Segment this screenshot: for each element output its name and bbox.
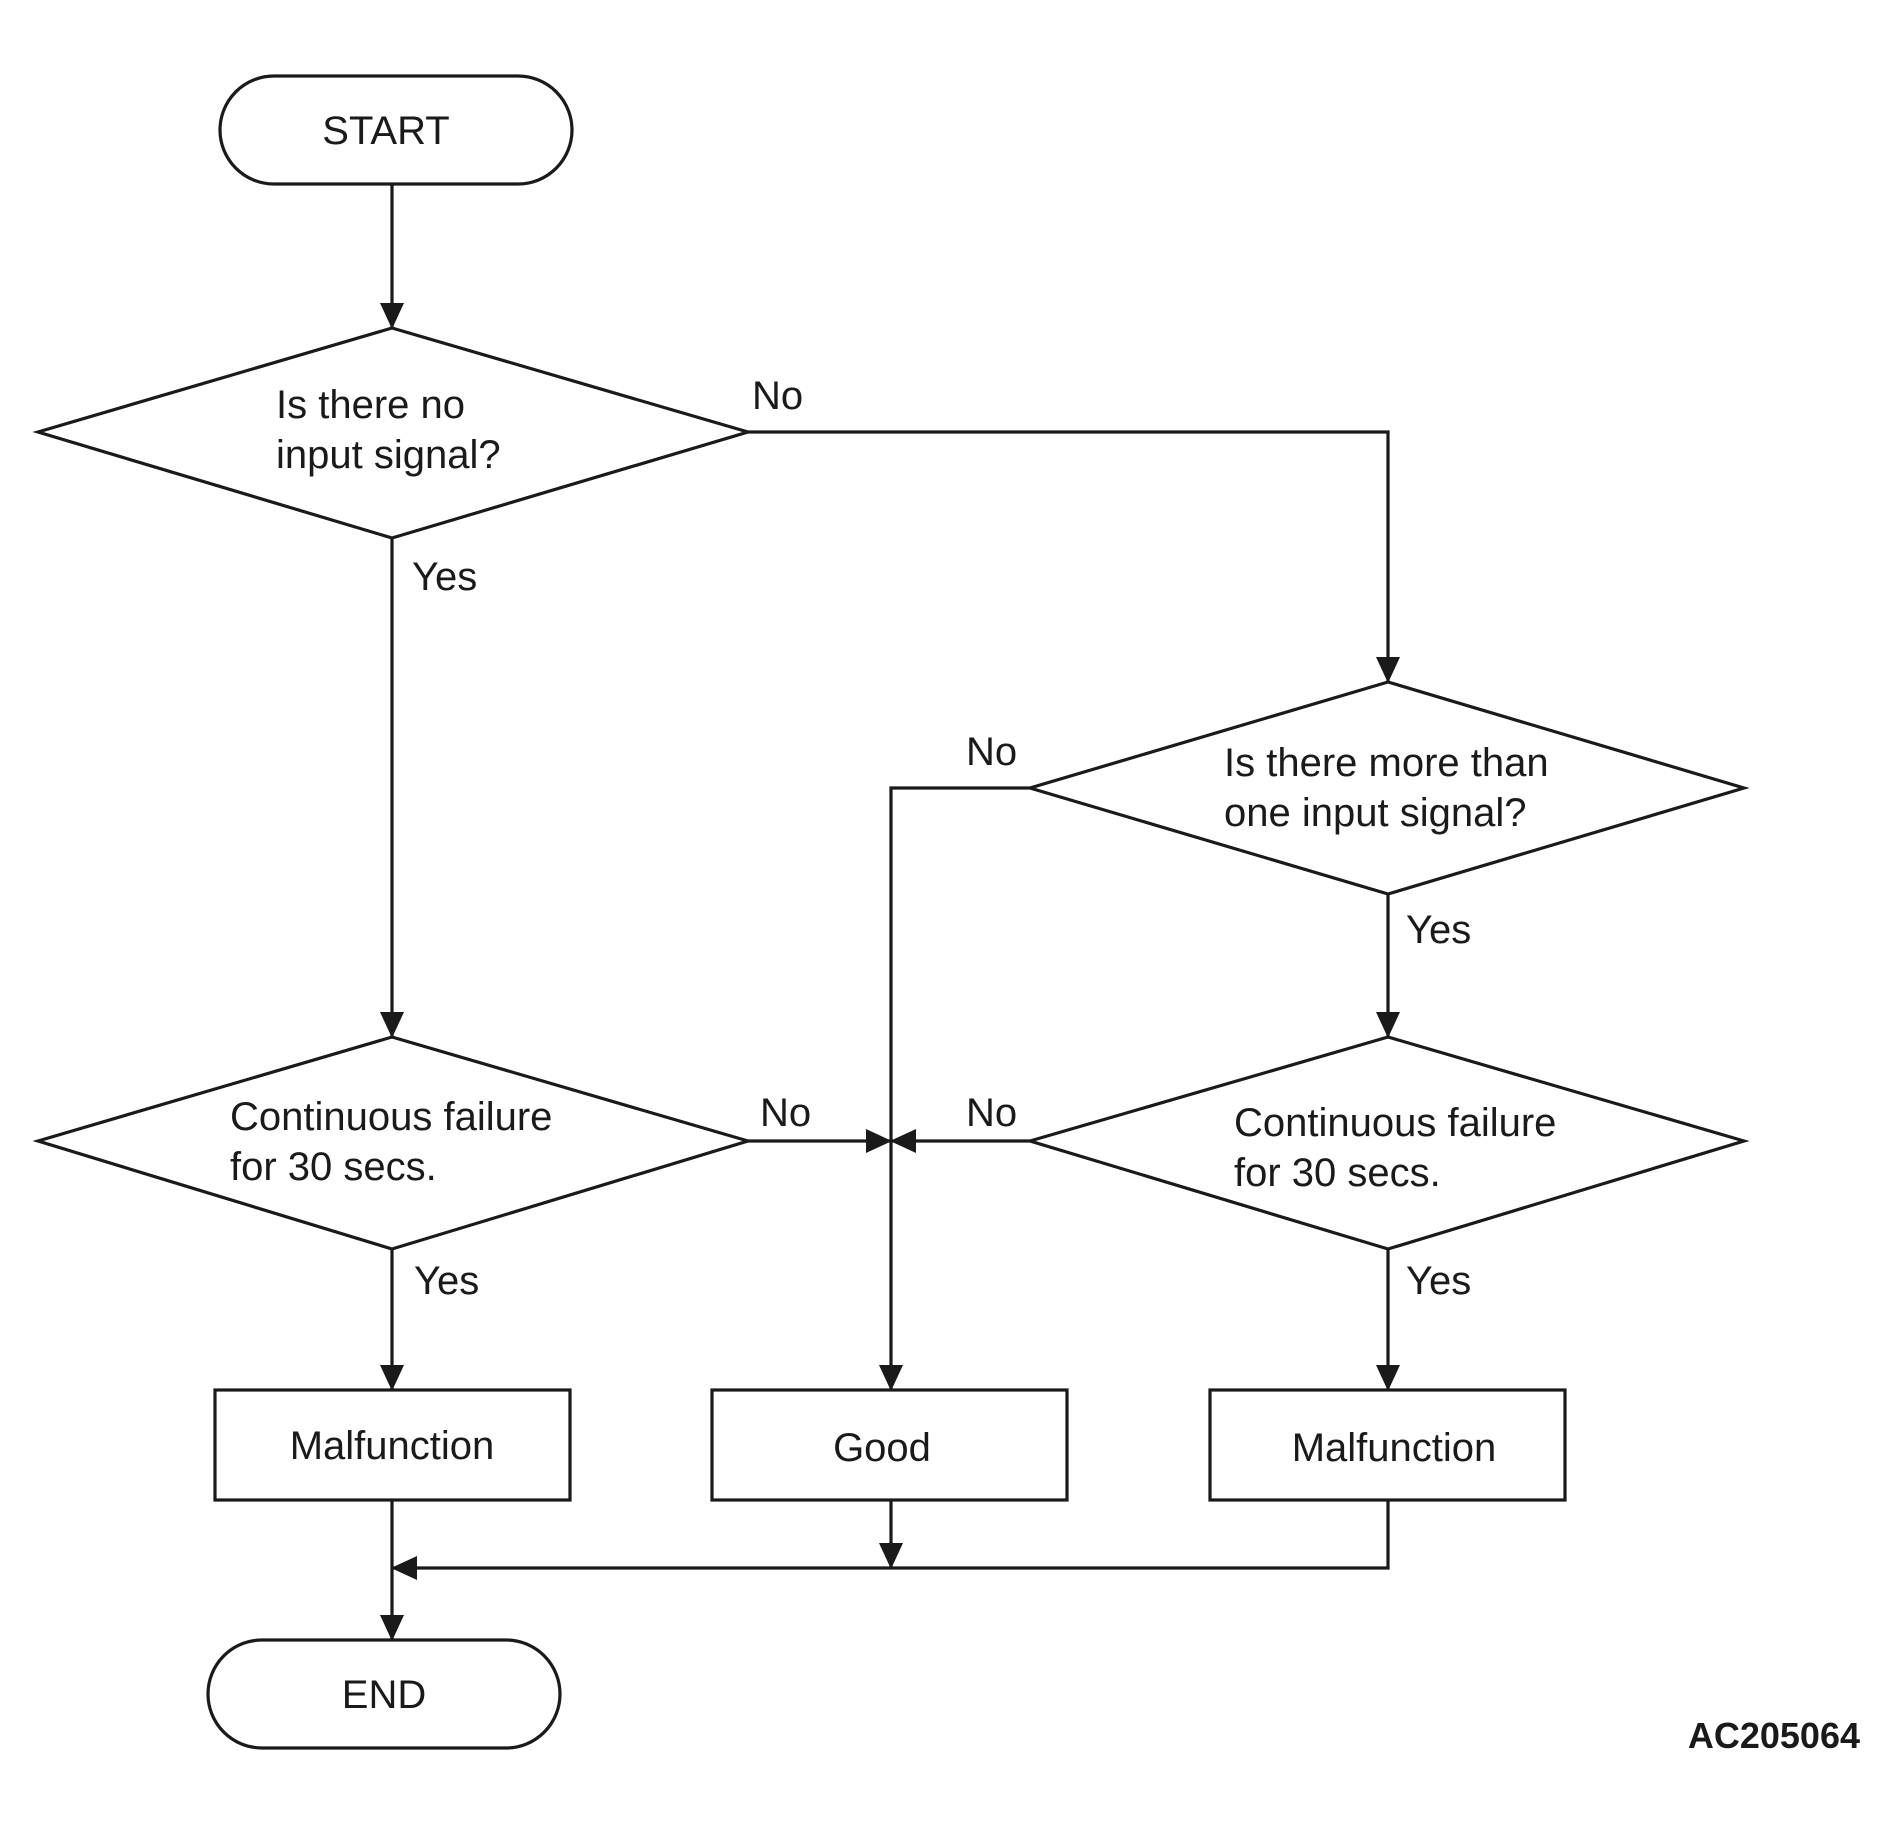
branch-label-decision1-yes: Yes: [412, 555, 477, 599]
decision-continuous-failure-right-line1: Continuous failure: [1234, 1101, 1556, 1145]
decision-more-than-one-signal: [1024, 680, 1750, 896]
figure-code: AC205064: [1688, 1715, 1860, 1756]
decision-continuous-failure-right: [1024, 1035, 1750, 1251]
connector-decision1-no: [748, 430, 1400, 683]
decision-continuous-failure-left-line2: for 30 secs.: [230, 1145, 437, 1189]
end-label: END: [342, 1673, 426, 1717]
end-terminal: [206, 1638, 562, 1750]
malfunction-right-box: [1208, 1388, 1567, 1502]
branch-label-decision3-yes: Yes: [414, 1259, 479, 1303]
branch-label-decision2-yes: Yes: [1406, 908, 1471, 952]
malfunction-left-box: [213, 1388, 572, 1502]
good-box: [710, 1388, 1069, 1502]
branch-label-decision4-no: No: [966, 1091, 1017, 1135]
decision-more-than-one-signal-line2: one input signal?: [1224, 791, 1526, 835]
decision-no-input-signal-line2: input signal?: [276, 433, 501, 477]
start-label: START: [322, 109, 449, 153]
branch-label-decision4-yes: Yes: [1406, 1259, 1471, 1303]
malfunction-right-label: Malfunction: [1292, 1426, 1497, 1470]
decision-continuous-failure-right-line2: for 30 secs.: [1234, 1151, 1441, 1195]
decision-no-input-signal: [32, 326, 754, 540]
branch-label-decision2-no: No: [966, 730, 1017, 774]
connector-malfunction-right-merge: [391, 1500, 1390, 1580]
malfunction-left-label: Malfunction: [290, 1424, 495, 1468]
decision-continuous-failure-left: [32, 1035, 754, 1251]
decision-continuous-failure-left-line1: Continuous failure: [230, 1095, 552, 1139]
decision-no-input-signal-line1: Is there no: [276, 383, 465, 427]
decision-more-than-one-signal-line1: Is there more than: [1224, 741, 1549, 785]
start-terminal: [218, 74, 574, 186]
branch-label-decision3-no: No: [760, 1091, 811, 1135]
branch-label-decision1-no: No: [752, 374, 803, 418]
connector-decision2-no: [879, 786, 1030, 1391]
good-label: Good: [833, 1426, 931, 1470]
